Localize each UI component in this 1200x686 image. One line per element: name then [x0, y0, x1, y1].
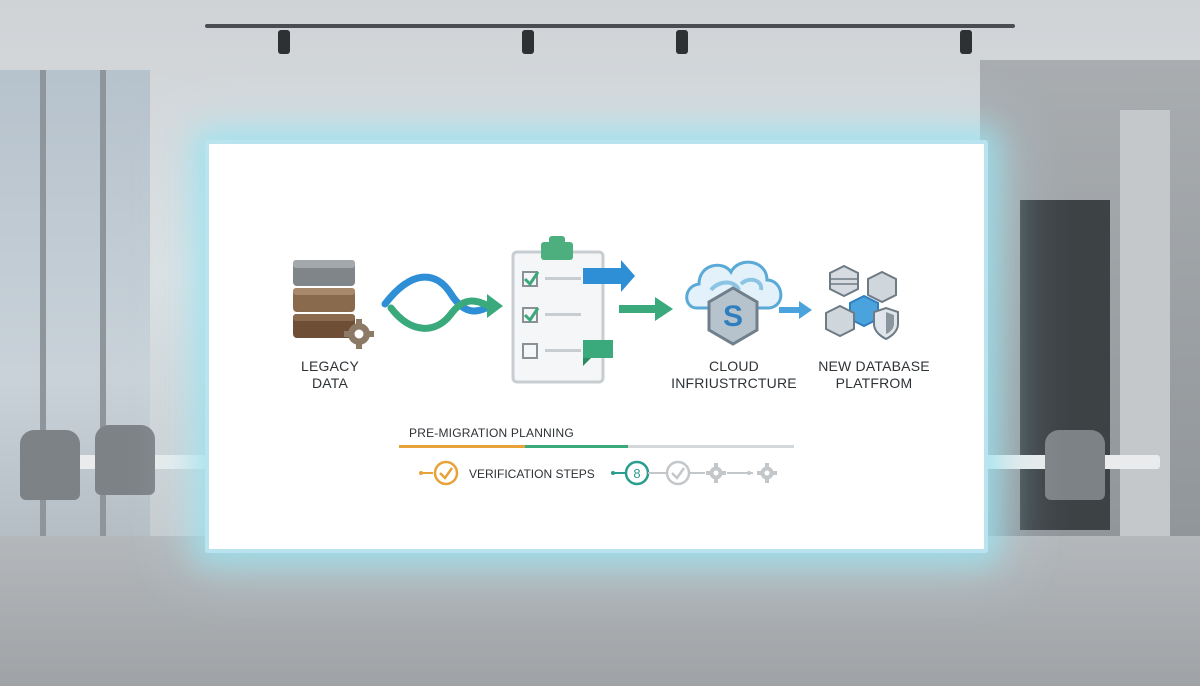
node-label-cloud-infrastructure: CLOUD INFRIUSTRCTURE [671, 358, 797, 391]
floor [0, 536, 1200, 686]
check-circle-icon [665, 460, 691, 486]
spotlight [960, 30, 972, 54]
spotlight [278, 30, 290, 54]
database-stack-gear-icon [293, 260, 374, 349]
pillar [1120, 110, 1170, 550]
cubes-shield-icon [825, 264, 899, 341]
gear-icon [706, 463, 726, 483]
ceiling-light-track [205, 24, 1015, 28]
gear-icon [757, 463, 777, 483]
svg-text:S: S [723, 300, 743, 333]
cloud-infrastructure-node: S [679, 250, 789, 365]
check-circle-icon [433, 460, 459, 486]
chair [1045, 430, 1105, 500]
spotlight [676, 30, 688, 54]
legacy-data-node [287, 252, 377, 357]
node-label-new-database-platform: NEW DATABASE PLATFROM [818, 358, 930, 391]
numbered-step-icon: 8 [624, 460, 650, 486]
spotlight [522, 30, 534, 54]
node-label-legacy-data: LEGACY DATA [301, 358, 359, 391]
svg-text:8: 8 [633, 466, 640, 481]
presentation-screen: LEGACY DATA [205, 140, 988, 553]
arrow-right-icon [619, 297, 673, 321]
verification-steps-label: VERIFICATION STEPS [469, 467, 595, 481]
clipboard-checklist-icon [511, 236, 635, 384]
chair [95, 425, 155, 495]
progress-fill-orange [399, 445, 525, 448]
cloud-s-badge-icon: S [685, 260, 783, 346]
phase-title: PRE-MIGRATION PLANNING [409, 426, 574, 440]
new-database-node [824, 262, 904, 352]
progress-fill-green [525, 445, 628, 448]
checklist-node [501, 232, 641, 392]
arrow-right-icon [779, 301, 812, 319]
data-flow-wave-arrows [381, 273, 503, 332]
chair [20, 430, 80, 500]
phase-progress-bar [399, 445, 794, 448]
verification-steps-row: 8 [419, 460, 777, 486]
